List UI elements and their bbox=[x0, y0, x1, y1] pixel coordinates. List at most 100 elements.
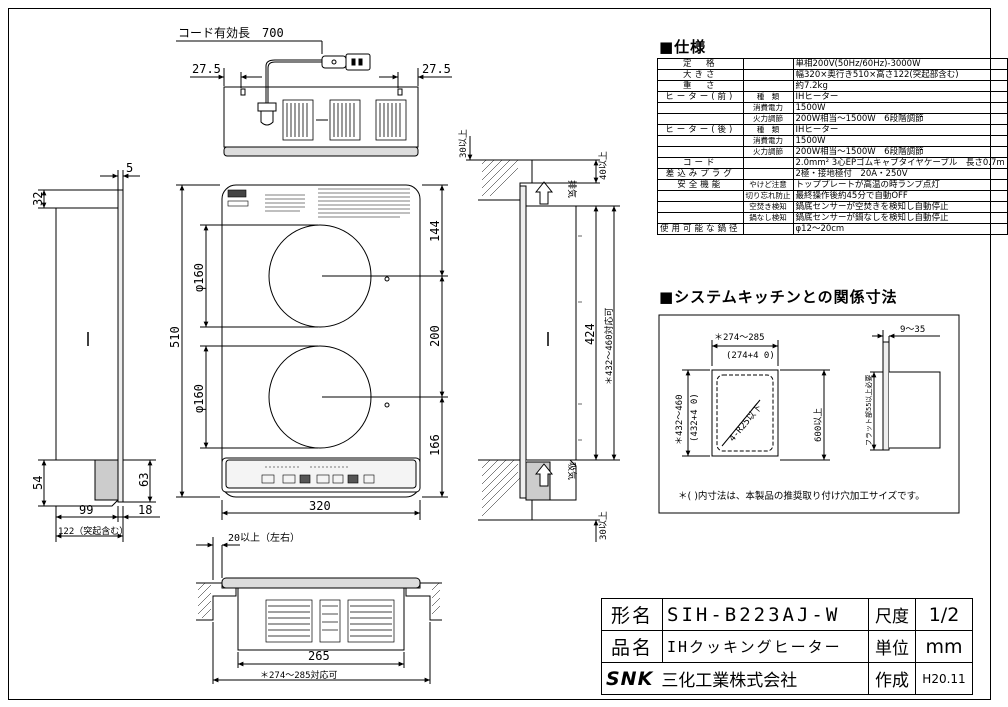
spec-sublabel: 鍋なし検知 bbox=[742, 212, 794, 224]
kitchen-relation-box bbox=[658, 314, 960, 514]
dim-dia-top: φ160 bbox=[192, 263, 206, 292]
dim-424: 424 bbox=[583, 323, 597, 345]
company-name: 三化工業株式会社 bbox=[661, 671, 798, 691]
exhaust-label: 排気 bbox=[566, 180, 578, 198]
spec-value: 鍋底センサーが空焚きを検知し自動停止 bbox=[792, 201, 1008, 213]
spec-label bbox=[657, 102, 744, 114]
spec-label: 差込みプラグ bbox=[657, 168, 744, 180]
spec-label bbox=[657, 212, 744, 224]
dim-99: 99 bbox=[79, 503, 93, 517]
dim-54: 54 bbox=[31, 476, 45, 490]
spec-value: 約7.2kg bbox=[792, 80, 1008, 92]
spec-sublabel: 火力調節 bbox=[742, 146, 794, 158]
spec-label: コード bbox=[657, 157, 744, 169]
spec-sublabel bbox=[742, 58, 794, 70]
dim-top-right: 27.5 bbox=[422, 62, 451, 76]
spec-value: φ12～20cm bbox=[792, 223, 1008, 235]
spec-row: 差込みプラグ 2極・接地極付 20A・250V bbox=[657, 168, 1008, 180]
spec-value: 200W相当～1500W 6段階調節 bbox=[792, 146, 1008, 158]
spec-title: ■仕様 bbox=[659, 38, 707, 56]
spec-row: 鍋なし検知鍋底センサーが鍋なしを検知し自動停止 bbox=[657, 212, 1008, 224]
spec-sublabel: 消費電力 bbox=[742, 135, 794, 147]
spec-label bbox=[657, 113, 744, 125]
spec-sublabel bbox=[742, 80, 794, 92]
unit-value: mm bbox=[915, 630, 973, 663]
dim-200: 200 bbox=[428, 325, 442, 347]
dim-510: 510 bbox=[168, 326, 182, 348]
cutout-width-nominal: (274+4 0) bbox=[726, 351, 775, 361]
name-value: IHクッキングヒーター bbox=[662, 630, 869, 663]
spec-value: 最終操作後約45分で自動OFF bbox=[792, 190, 1008, 202]
spec-sublabel bbox=[742, 223, 794, 235]
kitchen-title: ■システムキッチンとの関係寸法 bbox=[659, 288, 898, 306]
spec-sublabel: 火力調節 bbox=[742, 113, 794, 125]
spec-label bbox=[657, 201, 744, 213]
dim-265: 265 bbox=[308, 649, 330, 663]
right-side-view bbox=[466, 136, 620, 542]
dim-30-bottom: 30以上 bbox=[598, 511, 609, 540]
dim-top-left: 27.5 bbox=[192, 62, 221, 76]
front-view bbox=[176, 184, 448, 520]
spec-label: 使用可能な鍋径 bbox=[657, 223, 744, 235]
spec-sublabel: 消費電力 bbox=[742, 102, 794, 114]
spec-value: 2極・接地極付 20A・250V bbox=[792, 168, 1008, 180]
date-label: 作成 bbox=[868, 662, 916, 695]
dim-5: 5 bbox=[126, 161, 133, 175]
dim-63: 63 bbox=[137, 473, 151, 487]
cutout-radius: 4-R25以下 bbox=[728, 403, 765, 444]
spec-value: IHヒーター bbox=[792, 124, 1008, 136]
spec-value: 1500W bbox=[792, 135, 1008, 147]
name-label: 品名 bbox=[601, 630, 663, 663]
spec-sublabel bbox=[742, 69, 794, 81]
spec-row: 大きさ幅320×奥行き510×高さ122(突起部含む) bbox=[657, 69, 1008, 81]
spec-sublabel: 空焚き検知 bbox=[742, 201, 794, 213]
company-cell: SNK 三化工業株式会社 bbox=[601, 662, 869, 695]
title-block: 形名 SIH-B223AJ-W 尺度 1/2 品名 IHクッキングヒーター 単位… bbox=[601, 598, 973, 695]
spec-label bbox=[657, 135, 744, 147]
dim-320: 320 bbox=[309, 499, 331, 513]
model-value: SIH-B223AJ-W bbox=[662, 598, 869, 631]
spec-row: 切り忘れ防止最終操作後約45分で自動OFF bbox=[657, 190, 1008, 202]
spec-sublabel bbox=[742, 157, 794, 169]
spec-label: 定 格 bbox=[657, 58, 744, 70]
spec-sublabel: 種 類 bbox=[742, 124, 794, 136]
spec-label: 重 さ bbox=[657, 80, 744, 92]
company-logo: SNK bbox=[606, 667, 654, 690]
spec-value: 200W相当～1500W 6段階調節 bbox=[792, 113, 1008, 125]
spec-label bbox=[657, 146, 744, 158]
dim-20: 20以上（左右） bbox=[228, 531, 300, 544]
dim-144: 144 bbox=[428, 220, 442, 242]
spec-value: トッププレートが高温の時ランプ点灯 bbox=[792, 179, 1008, 191]
date-value: H20.11 bbox=[915, 662, 973, 695]
dim-dia-bottom: φ160 bbox=[192, 384, 206, 413]
spec-row: 重 さ 約7.2kg bbox=[657, 80, 1008, 92]
dim-32: 32 bbox=[31, 192, 45, 206]
unit-label: 単位 bbox=[868, 630, 916, 663]
spec-row: 安全機能やけど注意トッププレートが高温の時ランプ点灯 bbox=[657, 179, 1008, 191]
scale-value: 1/2 bbox=[915, 598, 973, 631]
dim-30-top: 30以上 bbox=[458, 129, 469, 158]
cutout-depth: 600以上 bbox=[813, 408, 824, 442]
spec-row: コード 2.0mm² 3心EPゴムキャブタイヤケーブル 長さ0.7m bbox=[657, 157, 1008, 169]
spec-label: ヒーター(後) bbox=[657, 124, 744, 136]
dim-bottom-range: ＊274～285対応可 bbox=[260, 669, 338, 681]
spec-label: 安全機能 bbox=[657, 179, 744, 191]
spec-sublabel: 種 類 bbox=[742, 91, 794, 103]
spec-value: 1500W bbox=[792, 102, 1008, 114]
spec-value: 2.0mm² 3心EPゴムキャブタイヤケーブル 長さ0.7m bbox=[792, 157, 1008, 169]
dim-side-range: ＊432～460対応可 bbox=[603, 307, 615, 385]
spec-value: 幅320×奥行き510×高さ122(突起部含む) bbox=[792, 69, 1008, 81]
spec-value: 鍋底センサーが鍋なしを検知し自動停止 bbox=[792, 212, 1008, 224]
spec-label: ヒーター(前) bbox=[657, 91, 744, 103]
dim-166: 166 bbox=[428, 434, 442, 456]
cord-length-label: コード有効長 700 bbox=[178, 25, 284, 40]
spec-value: 単相200V(50Hz/60Hz)-3000W bbox=[792, 58, 1008, 70]
dim-40: 40以上 bbox=[598, 151, 609, 180]
cutout-note: ＊( )内寸法は、本製品の推奨取り付け穴加工サイズです。 bbox=[678, 491, 925, 502]
spec-row: 定 格 単相200V(50Hz/60Hz)-3000W bbox=[657, 58, 1008, 70]
